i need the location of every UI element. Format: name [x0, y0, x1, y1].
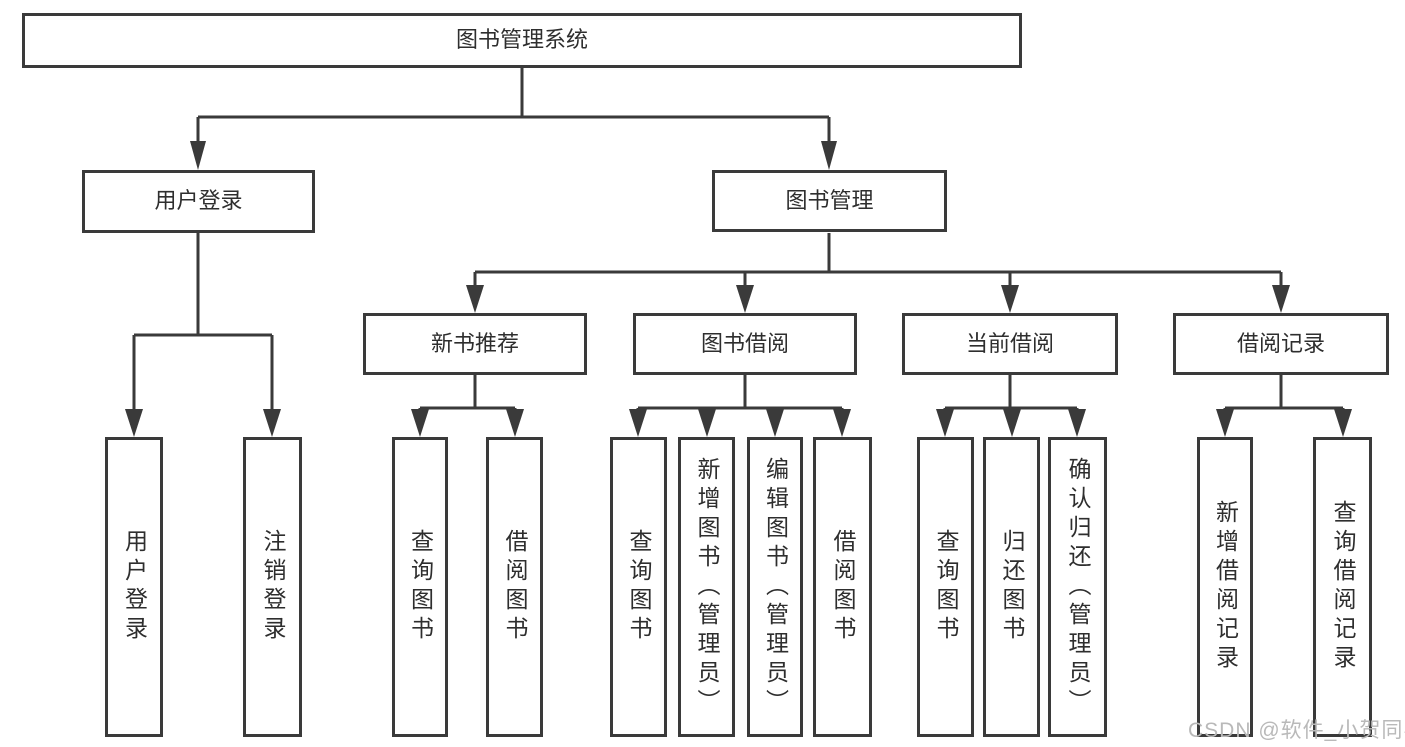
leaf-return-books: 归还图书: [983, 437, 1040, 737]
connector-current-borrow-split: [943, 375, 1079, 414]
leaf-logout: 注销登录: [243, 437, 302, 737]
arrowhead: [411, 409, 429, 437]
node-new-book-recommend: 新书推荐: [363, 313, 587, 375]
arrowhead: [698, 409, 716, 437]
arrowhead: [766, 409, 784, 437]
connector-book-borrow-split: [636, 375, 844, 414]
arrowhead: [1068, 409, 1086, 437]
leaf-add-borrow-record: 新增借阅记录: [1197, 437, 1253, 737]
arrowhead: [190, 141, 206, 170]
node-current-borrow: 当前借阅: [902, 313, 1118, 375]
connector-new-book-split: [418, 375, 517, 414]
leaf-query-borrow-record: 查询借阅记录: [1313, 437, 1372, 737]
connector-root-split: [196, 68, 831, 144]
arrowhead: [936, 409, 954, 437]
node-user-login: 用户登录: [82, 170, 315, 233]
arrowhead: [1334, 409, 1352, 437]
leaf-confirm-return-admin: 确认归还（管理员）: [1048, 437, 1107, 737]
connector-book-management-split: [473, 233, 1283, 288]
arrowhead: [506, 409, 524, 437]
arrowhead: [821, 141, 837, 170]
connector-borrow-records-split: [1223, 375, 1345, 414]
node-book-management: 图书管理: [712, 170, 947, 232]
leaf-edit-books-admin: 编辑图书（管理员）: [747, 437, 803, 737]
arrowhead: [1003, 409, 1021, 437]
arrowhead: [1001, 285, 1019, 313]
leaf-user-login: 用户登录: [105, 437, 163, 737]
leaf-query-books-current: 查询图书: [917, 437, 974, 737]
arrowhead: [1216, 409, 1234, 437]
arrowhead: [736, 285, 754, 313]
arrowhead: [466, 285, 484, 313]
node-book-borrow: 图书借阅: [633, 313, 857, 375]
leaf-borrow-books: 借阅图书: [813, 437, 872, 737]
arrowhead: [125, 409, 143, 437]
leaf-query-books-borrow: 查询图书: [610, 437, 667, 737]
leaf-query-books-recommend: 查询图书: [392, 437, 448, 737]
node-borrow-records: 借阅记录: [1173, 313, 1389, 375]
leaf-add-books-admin: 新增图书（管理员）: [678, 437, 735, 737]
arrowhead: [833, 409, 851, 437]
arrowhead: [629, 409, 647, 437]
node-root-system: 图书管理系统: [22, 13, 1022, 68]
arrowhead: [263, 409, 281, 437]
connector-user-login-split: [132, 233, 274, 414]
leaf-borrow-books-recommend: 借阅图书: [486, 437, 543, 737]
arrowhead: [1272, 285, 1290, 313]
watermark: CSDN @软件_小贺同学: [1188, 719, 1405, 742]
